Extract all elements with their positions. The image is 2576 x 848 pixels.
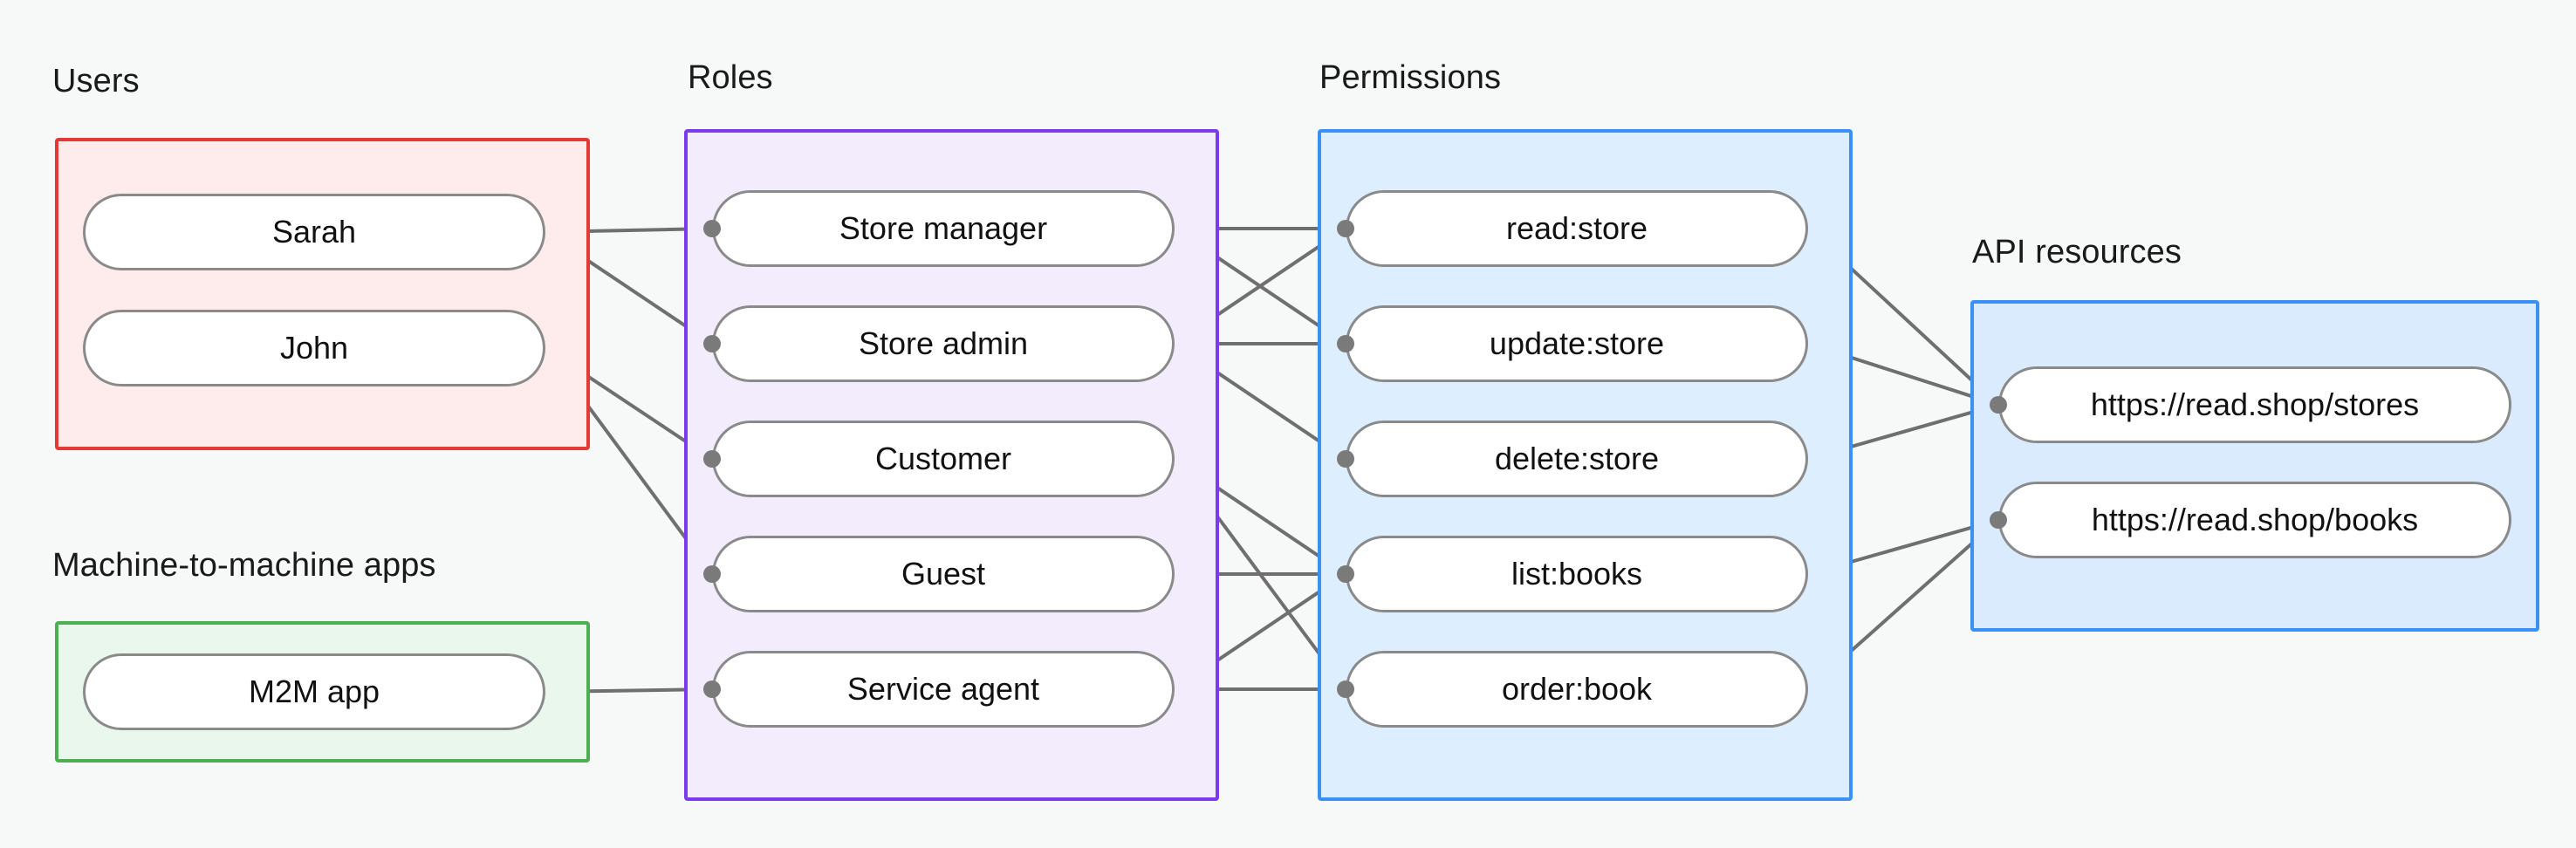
group-title-users: Users <box>52 63 140 99</box>
port-permlst <box>1337 565 1354 583</box>
node-permord[interactable]: order:book <box>1346 651 1808 728</box>
group-title-m2m: Machine-to-machine apps <box>52 547 436 584</box>
group-box-api <box>1970 300 2539 632</box>
node-rolecus[interactable]: Customer <box>712 421 1175 497</box>
node-roleges[interactable]: Guest <box>712 536 1175 612</box>
node-m2mapp[interactable]: M2M app <box>83 653 545 730</box>
group-title-roles: Roles <box>688 59 773 96</box>
port-rolesvc <box>703 680 721 698</box>
port-permdel <box>1337 450 1354 468</box>
group-title-api: API resources <box>1972 234 2182 270</box>
node-permread[interactable]: read:store <box>1346 190 1808 267</box>
node-permlst[interactable]: list:books <box>1346 536 1808 612</box>
node-rolemgr[interactable]: Store manager <box>712 190 1175 267</box>
node-permdel[interactable]: delete:store <box>1346 421 1808 497</box>
port-apibooks <box>1990 511 2007 529</box>
node-john[interactable]: John <box>83 310 545 386</box>
port-roleges <box>703 565 721 583</box>
node-permupd[interactable]: update:store <box>1346 305 1808 382</box>
port-permupd <box>1337 335 1354 352</box>
node-sarah[interactable]: Sarah <box>83 194 545 270</box>
port-permord <box>1337 680 1354 698</box>
port-rolecus <box>703 450 721 468</box>
port-roleadm <box>703 335 721 352</box>
node-rolesvc[interactable]: Service agent <box>712 651 1175 728</box>
port-permread <box>1337 220 1354 237</box>
group-box-users <box>55 138 590 450</box>
node-apibooks[interactable]: https://read.shop/books <box>1998 482 2511 558</box>
port-apistore <box>1990 396 2007 414</box>
node-roleadm[interactable]: Store admin <box>712 305 1175 382</box>
node-apistore[interactable]: https://read.shop/stores <box>1998 366 2511 443</box>
group-title-permissions: Permissions <box>1319 59 1502 96</box>
port-rolemgr <box>703 220 721 237</box>
